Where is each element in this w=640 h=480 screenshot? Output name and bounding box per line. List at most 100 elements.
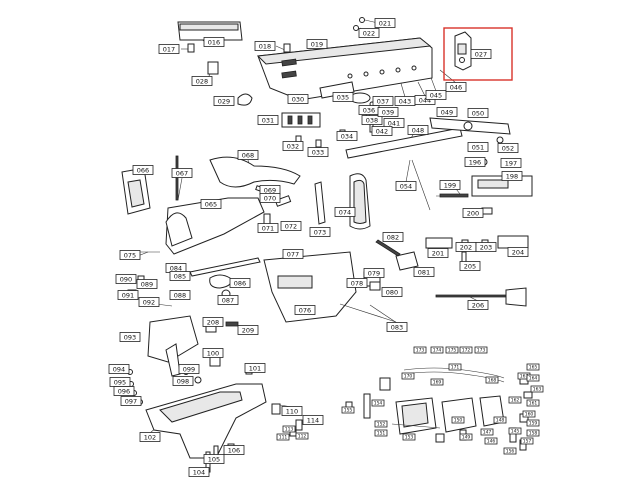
small-part-label-box xyxy=(448,363,462,371)
small-part-label-box xyxy=(526,399,540,407)
small-part-label-box xyxy=(374,429,388,437)
part-label-text: 065 xyxy=(205,200,217,208)
small-part-label-158: 158 xyxy=(526,429,540,437)
part-label-box xyxy=(309,227,331,237)
part-label-text: 097 xyxy=(125,397,137,405)
part-label-box xyxy=(500,158,522,168)
small-part-label-box xyxy=(526,429,540,437)
part-label-box xyxy=(377,107,399,117)
small-part-label-text: 171 xyxy=(451,365,460,371)
part-label-text: 099 xyxy=(183,365,195,373)
small-part-label-165: 165 xyxy=(526,363,540,371)
small-part-label-text: 170 xyxy=(404,374,413,380)
part-label-095: 095 xyxy=(109,377,131,387)
part-027-rear-sight xyxy=(443,27,513,81)
small-part-label-box xyxy=(526,419,540,427)
small-part-label-152: 152 xyxy=(374,420,388,428)
part-label-197: 197 xyxy=(500,158,522,168)
part-label-100: 100 xyxy=(202,348,224,358)
part-label-text: 048 xyxy=(412,126,424,134)
part-label-051: 051 xyxy=(467,142,489,152)
small-part-label-172: 172 xyxy=(459,346,473,354)
part-label-box xyxy=(237,325,259,335)
part-label-text: 102 xyxy=(144,433,156,441)
part-label-text: 075 xyxy=(124,251,136,259)
part-label-box xyxy=(332,92,354,102)
small-part-label-text: 167 xyxy=(520,374,529,380)
part-label-077: 077 xyxy=(282,249,304,259)
small-part-label-169: 169 xyxy=(430,378,444,386)
small-part-label-box xyxy=(526,363,540,371)
part-label-102: 102 xyxy=(139,432,161,442)
part-label-046: 046 xyxy=(445,82,467,92)
small-part-label-161: 161 xyxy=(526,399,540,407)
part-label-box xyxy=(381,287,403,297)
small-part-label-text: 156 xyxy=(506,449,515,455)
part-label-box xyxy=(371,126,393,136)
small-part-label-box xyxy=(459,346,473,354)
part-label-box xyxy=(200,199,222,209)
part-label-text: 202 xyxy=(460,243,472,251)
part-label-box xyxy=(386,322,408,332)
part-label-text: 041 xyxy=(388,119,400,127)
part-label-text: 045 xyxy=(430,91,442,99)
small-part-label-168: 168 xyxy=(485,376,499,384)
part-label-083: 083 xyxy=(386,322,408,332)
part-label-text: 086 xyxy=(234,279,246,287)
small-part-label-box xyxy=(520,437,534,445)
part-label-text: 030 xyxy=(292,95,304,103)
part-label-box xyxy=(158,44,180,54)
part-label-065: 065 xyxy=(200,199,222,209)
part-label-box xyxy=(254,41,276,51)
part-label-box xyxy=(119,250,141,260)
part-label-082: 082 xyxy=(382,232,404,242)
part-label-028: 028 xyxy=(191,76,213,86)
part-label-text: 050 xyxy=(472,109,484,117)
part-label-box xyxy=(287,94,309,104)
part-label-068: 068 xyxy=(237,150,259,160)
part-label-text: 084 xyxy=(170,264,182,272)
small-part-label-text: 147 xyxy=(483,430,492,436)
part-label-022: 022 xyxy=(358,28,380,38)
part-label-text: 201 xyxy=(432,249,444,257)
small-part-label-text: 159 xyxy=(529,421,538,427)
small-part-label-box xyxy=(508,427,522,435)
small-part-label-text: 146 xyxy=(487,439,496,445)
part-label-text: 110 xyxy=(286,407,298,415)
small-part-label-text: 150 xyxy=(454,418,463,424)
part-label-text: 197 xyxy=(505,159,517,167)
part-label-076: 076 xyxy=(294,305,316,315)
part-label-box xyxy=(191,76,213,86)
part-label-text: 037 xyxy=(377,97,389,105)
small-part-label-113: 113 xyxy=(282,425,296,433)
part-label-text: 028 xyxy=(196,77,208,85)
part-label-box xyxy=(414,95,436,105)
part-label-044: 044 xyxy=(414,95,436,105)
part-label-box xyxy=(358,28,380,38)
part-label-box xyxy=(470,49,492,59)
part-label-box xyxy=(497,143,519,153)
small-part-label-112: 112 xyxy=(295,432,309,440)
small-part-label-155: 155 xyxy=(341,406,355,414)
part-label-text: 077 xyxy=(287,250,299,258)
small-part-label-164: 164 xyxy=(526,374,540,382)
part-label-text: 088 xyxy=(174,291,186,299)
part-label-021: 021 xyxy=(374,18,396,28)
small-part-label-160: 160 xyxy=(522,410,536,418)
part-label-text: 196 xyxy=(469,158,481,166)
part-label-box xyxy=(259,193,281,203)
small-part-label-box xyxy=(503,447,517,455)
part-label-text: 114 xyxy=(307,416,319,424)
small-part-label-153: 153 xyxy=(402,433,416,441)
small-part-label-text: 161 xyxy=(529,401,538,407)
part-label-text: 198 xyxy=(506,172,518,180)
part-label-box xyxy=(334,207,356,217)
part-label-text: 027 xyxy=(475,50,487,58)
small-part-label-box xyxy=(530,385,544,393)
part-label-text: 105 xyxy=(208,455,220,463)
small-part-label-text: 112 xyxy=(298,434,307,440)
part-label-box xyxy=(425,90,447,100)
small-part-label-box xyxy=(474,346,488,354)
